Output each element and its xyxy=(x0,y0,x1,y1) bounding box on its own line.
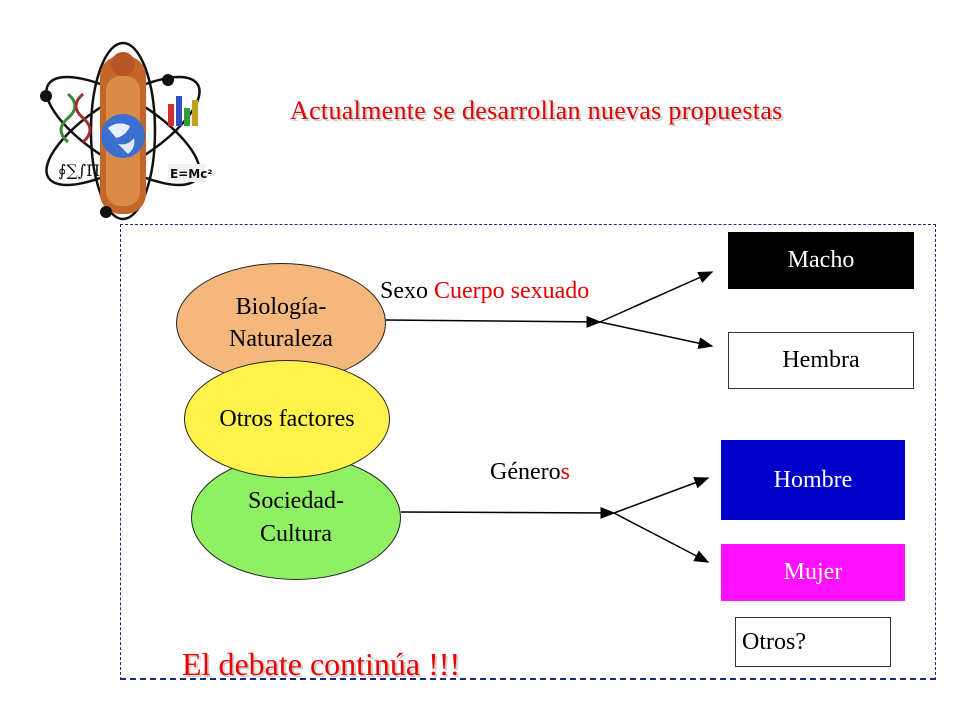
science-atom-logo-icon: ∮∑∫Π E=Mc² xyxy=(40,41,213,221)
box-otros: Otros? xyxy=(735,617,891,667)
label-generos: Géneros xyxy=(490,459,570,486)
box-mujer: Mujer xyxy=(721,544,905,601)
box-hombre: Hombre xyxy=(721,440,905,520)
diagram-frame xyxy=(120,224,936,680)
label-cuerpo-sexuado: Cuerpo sexuado xyxy=(434,278,590,304)
ellipse-biologia-label: Biología- Naturaleza xyxy=(229,293,333,352)
label-generos-suffix: s xyxy=(560,459,570,485)
ellipse-otros-label: Otros factores xyxy=(219,405,355,432)
box-macho: Macho xyxy=(728,232,914,289)
formula-text: E=Mc² xyxy=(170,167,213,181)
debate-text: El debate continúa !!! xyxy=(182,646,461,682)
page-title: Actualmente se desarrollan nuevas propue… xyxy=(290,96,783,125)
ellipse-otros-factores: Otros factores xyxy=(184,360,390,478)
svg-text:∮∑∫Π: ∮∑∫Π xyxy=(58,161,100,180)
ellipse-sociedad-label: Sociedad- Cultura xyxy=(248,488,344,547)
ellipse-sociedad-cultura: Sociedad- Cultura xyxy=(191,455,401,580)
label-sexo-cuerpo: Sexo Cuerpo sexuado xyxy=(380,278,589,305)
label-generos-base: Género xyxy=(490,459,561,485)
box-hembra: Hembra xyxy=(728,332,914,389)
label-sexo: Sexo xyxy=(380,278,428,304)
